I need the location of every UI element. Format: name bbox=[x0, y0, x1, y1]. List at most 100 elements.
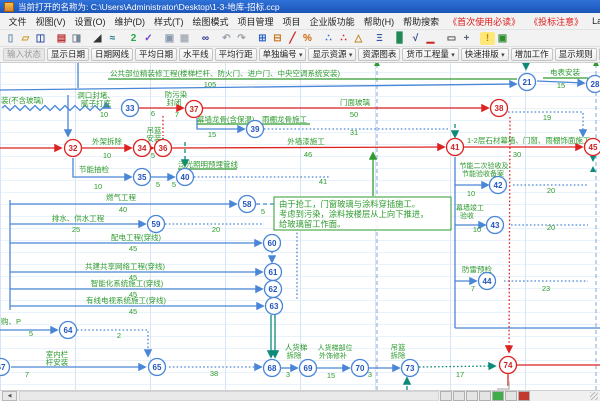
network-node-61[interactable]: 61 bbox=[265, 264, 282, 281]
chart-icon[interactable]: ▊ bbox=[393, 32, 408, 45]
network-node-35[interactable]: 35 bbox=[134, 169, 151, 186]
network-node-28[interactable]: 28 bbox=[587, 76, 600, 93]
find-icon[interactable]: ∞ bbox=[198, 32, 213, 45]
toolbar-button-1[interactable]: 输入状态 bbox=[3, 48, 45, 61]
open-file-icon[interactable]: ▱ bbox=[18, 32, 33, 45]
red-underline-icon[interactable]: ▁ bbox=[423, 32, 438, 45]
network-node-68[interactable]: 68 bbox=[264, 360, 281, 377]
toolbar-button-10[interactable]: 货币工程量 ▾ bbox=[402, 48, 458, 61]
move-icon[interactable]: + bbox=[459, 32, 474, 45]
network-node-40[interactable]: 40 bbox=[177, 169, 194, 186]
network-node-45[interactable]: 45 bbox=[585, 139, 600, 156]
nodes-red-icon[interactable]: ∴ bbox=[336, 32, 351, 45]
new-file-icon[interactable]: ▯ bbox=[3, 32, 18, 45]
window-chrome: 当前打开的名称为: C:\Users\Administrator\Desktop… bbox=[0, 0, 600, 63]
network-node-62[interactable]: 62 bbox=[265, 281, 282, 298]
network-node-64[interactable]: 64 bbox=[60, 322, 77, 339]
menu-item-13[interactable]: 《投标注意》 bbox=[525, 15, 588, 28]
network-node-44[interactable]: 44 bbox=[479, 273, 496, 290]
toolbar-button-9[interactable]: 资源图表 bbox=[358, 48, 400, 61]
paste-icon[interactable]: ▦ bbox=[177, 32, 192, 45]
network-node-59[interactable]: 59 bbox=[148, 216, 165, 233]
copy-icon[interactable]: ▣ bbox=[162, 32, 177, 45]
style-dropdown-icon[interactable]: ◢ bbox=[90, 32, 105, 45]
red-pen-icon[interactable]: ╱ bbox=[285, 32, 300, 45]
toolbar-button-2[interactable]: 显示日期 bbox=[47, 48, 89, 61]
network-node-36[interactable]: 36 bbox=[155, 140, 172, 157]
undo-icon[interactable]: ↶ bbox=[219, 32, 234, 45]
window-blue-icon[interactable]: ⊞ bbox=[255, 32, 270, 45]
network-node-70[interactable]: 70 bbox=[352, 360, 369, 377]
network-node-38[interactable]: 38 bbox=[491, 100, 508, 117]
network-node-21[interactable]: 21 bbox=[519, 74, 536, 91]
node-number: 36 bbox=[159, 144, 168, 153]
node-number: 65 bbox=[153, 363, 162, 372]
network-node-33[interactable]: 33 bbox=[122, 100, 139, 117]
menu-item-11[interactable]: 帮助搜索 bbox=[399, 15, 444, 28]
nodes-blue-icon[interactable]: ∴ bbox=[321, 32, 336, 45]
save-icon[interactable]: ◫ bbox=[33, 32, 48, 45]
toolbar-button-13[interactable]: 显示规则 bbox=[555, 48, 597, 61]
node-number: 44 bbox=[483, 277, 492, 286]
node-number: 40 bbox=[181, 173, 190, 182]
network-node-60[interactable]: 60 bbox=[264, 235, 281, 252]
calc-icon[interactable]: √ bbox=[408, 32, 423, 45]
network-node-39[interactable]: 39 bbox=[247, 121, 264, 138]
draw-check-icon[interactable]: ✓ bbox=[141, 32, 156, 45]
toolbar-button-6[interactable]: 平均行距 bbox=[215, 48, 257, 61]
window-frame-icon[interactable]: ▭ bbox=[444, 32, 459, 45]
network-node-58[interactable]: 58 bbox=[239, 196, 256, 213]
toolbar-button-8[interactable]: 显示资源 ▾ bbox=[308, 48, 356, 61]
network-node-41[interactable]: 41 bbox=[447, 139, 464, 156]
node-number: 62 bbox=[269, 285, 278, 294]
preview-icon[interactable]: ◨ bbox=[69, 32, 84, 45]
node-number: 60 bbox=[268, 239, 277, 248]
node-number: 34 bbox=[138, 144, 147, 153]
toolbar-button-7[interactable]: 单独编号 ▾ bbox=[259, 48, 307, 61]
diagram-canvas[interactable] bbox=[0, 60, 600, 390]
menu-item-3[interactable]: 设置(O) bbox=[70, 15, 110, 28]
menu-item-7[interactable]: 项目管理 bbox=[233, 15, 278, 28]
green-box-icon[interactable]: ▣ bbox=[495, 32, 510, 45]
wave-line-icon[interactable]: ≈ bbox=[105, 32, 120, 45]
menu-item-9[interactable]: 企业版功能 bbox=[305, 15, 359, 28]
node-number: 45 bbox=[589, 143, 598, 152]
toolbar-button-11[interactable]: 快速排版 ▾ bbox=[461, 48, 509, 61]
resize-grip[interactable] bbox=[590, 392, 598, 400]
toolbar-button-3[interactable]: 日期网线 bbox=[91, 48, 133, 61]
network-node-69[interactable]: 69 bbox=[300, 360, 317, 377]
menu-item-10[interactable]: 帮助(H) bbox=[359, 15, 399, 28]
network-node-65[interactable]: 65 bbox=[149, 359, 166, 376]
tip-bulb-icon[interactable]: ! bbox=[480, 32, 495, 45]
menu-item-8[interactable]: 项目 bbox=[278, 15, 305, 28]
menu-item-14[interactable]: Language bbox=[588, 16, 600, 26]
network-node-63[interactable]: 63 bbox=[266, 298, 283, 315]
redo-icon[interactable]: ↷ bbox=[234, 32, 249, 45]
toolbar-button-12[interactable]: 增加工作 bbox=[511, 48, 553, 61]
network-node-42[interactable]: 42 bbox=[490, 177, 507, 194]
percent-icon[interactable]: % bbox=[300, 32, 315, 45]
network-node-43[interactable]: 43 bbox=[487, 217, 504, 234]
toolbar-button-5[interactable]: 水平线 bbox=[179, 48, 213, 61]
node-number: 41 bbox=[451, 143, 460, 152]
network-node-74[interactable]: 74 bbox=[500, 357, 517, 374]
menu-item-4[interactable]: 维护(D) bbox=[110, 15, 150, 28]
menu-item-12[interactable]: 《首次使用必读》 bbox=[444, 15, 525, 28]
network-node-37[interactable]: 37 bbox=[186, 101, 203, 118]
menu-item-5[interactable]: 样式(T) bbox=[150, 15, 189, 28]
window-orange-icon[interactable]: ⊟ bbox=[270, 32, 285, 45]
network-node-32[interactable]: 32 bbox=[65, 140, 82, 157]
network-node-73[interactable]: 73 bbox=[402, 360, 419, 377]
menu-item-1[interactable]: 文件 bbox=[4, 15, 31, 28]
network-node-34[interactable]: 34 bbox=[134, 140, 151, 157]
menu-item-2[interactable]: 视图(V) bbox=[31, 15, 70, 28]
toolbar-button-4[interactable]: 平均日期 bbox=[135, 48, 177, 61]
node-number: 28 bbox=[591, 80, 600, 89]
toolbar-icons: ▯▱◫▤◨◢≈2✓▣▦∞↶↷⊞⊟╱%∴∴△Ξ▊√▁▭+!▣ bbox=[0, 30, 600, 47]
level2-icon[interactable]: 2 bbox=[126, 32, 141, 45]
rows-icon[interactable]: Ξ bbox=[372, 32, 387, 45]
menu-item-6[interactable]: 绘图模式 bbox=[188, 15, 233, 28]
node-number: 58 bbox=[243, 200, 252, 209]
export-icon[interactable]: ▤ bbox=[54, 32, 69, 45]
warning-icon[interactable]: △ bbox=[351, 32, 366, 45]
